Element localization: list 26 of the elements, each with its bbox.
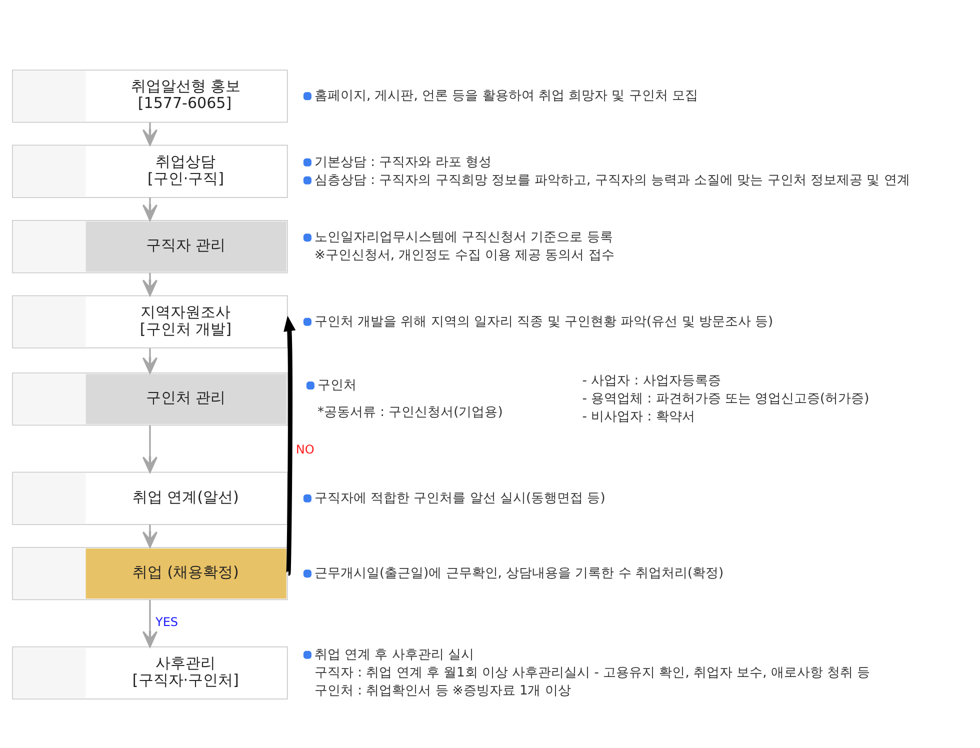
node-label: 기본상담 : 구직자와 라포 형성 [314, 154, 492, 170]
node-label: - 사업자 : 사업자등록증 [582, 373, 721, 388]
node-label: 구인처 개발을 위해 지역의 일자리 직종 및 구인현황 파악(유선 및 방문조사 등) [314, 314, 774, 330]
arrow [284, 316, 296, 574]
node-label: 구직자 : 취업 연계 후 월1회 이상 사후관리실시 - 고용유지 확인, 취업자 보수, 애로사항 청취 등 [314, 665, 870, 680]
node-label: 취업 연계 후 사후관리 실시 [314, 647, 474, 662]
node-label: - 용역업체 : 파견허가증 또는 영업신고증(허가증) [582, 391, 870, 406]
arrow [142, 348, 158, 374]
arrow [142, 600, 158, 648]
node-label: 구직자에 적합한 구인처를 알선 실시(동행면접 등) [314, 490, 606, 506]
node-label: 노인일자리업무시스템에 구직신청서 기준으로 등록 [314, 230, 613, 245]
arrow [142, 198, 158, 221]
arrow [142, 524, 158, 548]
node-label: 홈페이지, 게시판, 언론 등을 활용하여 취업 희망자 및 구인처 모집 [314, 88, 698, 104]
arrow [142, 425, 158, 473]
node-label: *공동서류 : 구인신청서(기업용) [317, 405, 503, 420]
node-label: ※구인신청서, 개인정도 수집 이용 제공 동의서 접수 [314, 248, 614, 264]
node-label: 구인처 [317, 378, 356, 393]
edge-label: YES [155, 614, 178, 629]
edge-label: NO [296, 442, 314, 456]
arrow [142, 122, 158, 146]
node-label: 심층상담 : 구직자의 구직희망 정보를 파악하고, 구직자의 능력과 소질에 맞는 구인처 정보제공 및 연계 [314, 172, 910, 188]
node-label: 근무개시일(출근일)에 근무확인, 상담내용을 기록한 수 취업처리(확정) [314, 566, 724, 582]
node-label: - 비사업자 : 확약서 [582, 410, 695, 425]
node-label: 구인처 : 취업확인서 등 ※증빙자료 1개 이상 [314, 683, 571, 698]
arrow [142, 272, 158, 296]
